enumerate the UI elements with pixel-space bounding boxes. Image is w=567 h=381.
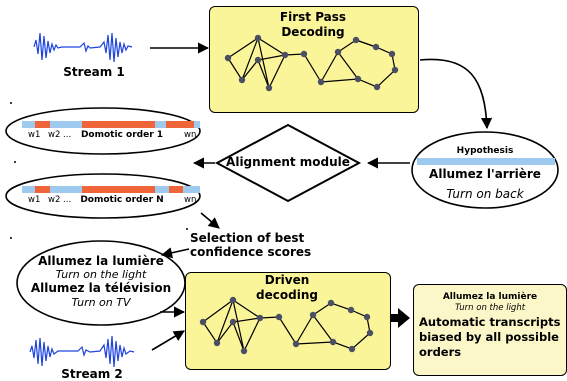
output-line3: orders [419,345,462,359]
first-pass-title-line1: First Pass [279,10,347,24]
order1-bar [22,121,200,128]
orderN-name: Domotic order N [80,195,164,205]
output-line1: Automatic transcripts [419,315,561,329]
output-translation: Turn on the light [454,303,526,313]
candidate1-text: Allumez la lumière [38,254,164,268]
output-text: Allumez la lumière [442,292,538,302]
orderN-w2: w2 ... [48,195,72,205]
arrow-firstpass-to-hypothesis [419,58,493,130]
stream1-label: Stream 1 [63,65,125,79]
orderN-wn: wn [184,195,197,205]
stream1-waveform [33,32,133,63]
orderN-w1: w1 [28,195,41,205]
hypothesis-text: Allumez l'arrière [429,167,541,181]
order1-w1: w1 [28,130,41,140]
driven-graph [202,297,371,353]
stream2-label: Stream 2 [61,367,123,381]
driven-nodes [199,296,374,355]
hypothesis-label: Hypothesis [456,146,514,156]
order1-ellipse [5,107,201,155]
stream2-waveform [29,335,135,368]
orderN-bar [22,186,200,193]
first-pass-graph [227,35,396,90]
first-pass-box [209,6,419,113]
output-box [413,284,567,376]
selection-line1: Selection of best [190,231,305,245]
driven-title-line1: Driven [264,273,310,287]
output-line2: biased by all possible [419,330,559,344]
alignment-label: Alignment module [226,155,350,169]
hypothesis-ellipse [411,131,559,209]
hypothesis-translation: Turn on back [446,187,524,201]
order1-name: Domotic order 1 [80,130,164,140]
driven-box [185,272,391,370]
hypothesis-bar [417,158,555,165]
order1-w2: w2 ... [48,130,72,140]
alignment-diamond [214,123,362,203]
selection-line2: confidence scores [190,245,312,259]
orderN-ellipse [5,173,201,219]
first-pass-nodes [224,34,399,92]
arrow-orders-to-selection [200,212,220,229]
arrow-driven-to-output [389,308,410,328]
arrow-selection-to-candidates [160,247,190,259]
driven-title-line2: decoding [256,288,318,302]
order1-wn: wn [184,130,197,140]
candidate2-translation: Turn on TV [71,296,131,309]
arrow-stream2-to-driven [151,330,185,351]
ellipsis-dots [10,102,188,239]
candidate1-translation: Turn on the light [55,268,147,281]
candidate2-text: Allumez la télévision [30,281,172,295]
first-pass-title-line2: Decoding [281,25,345,39]
